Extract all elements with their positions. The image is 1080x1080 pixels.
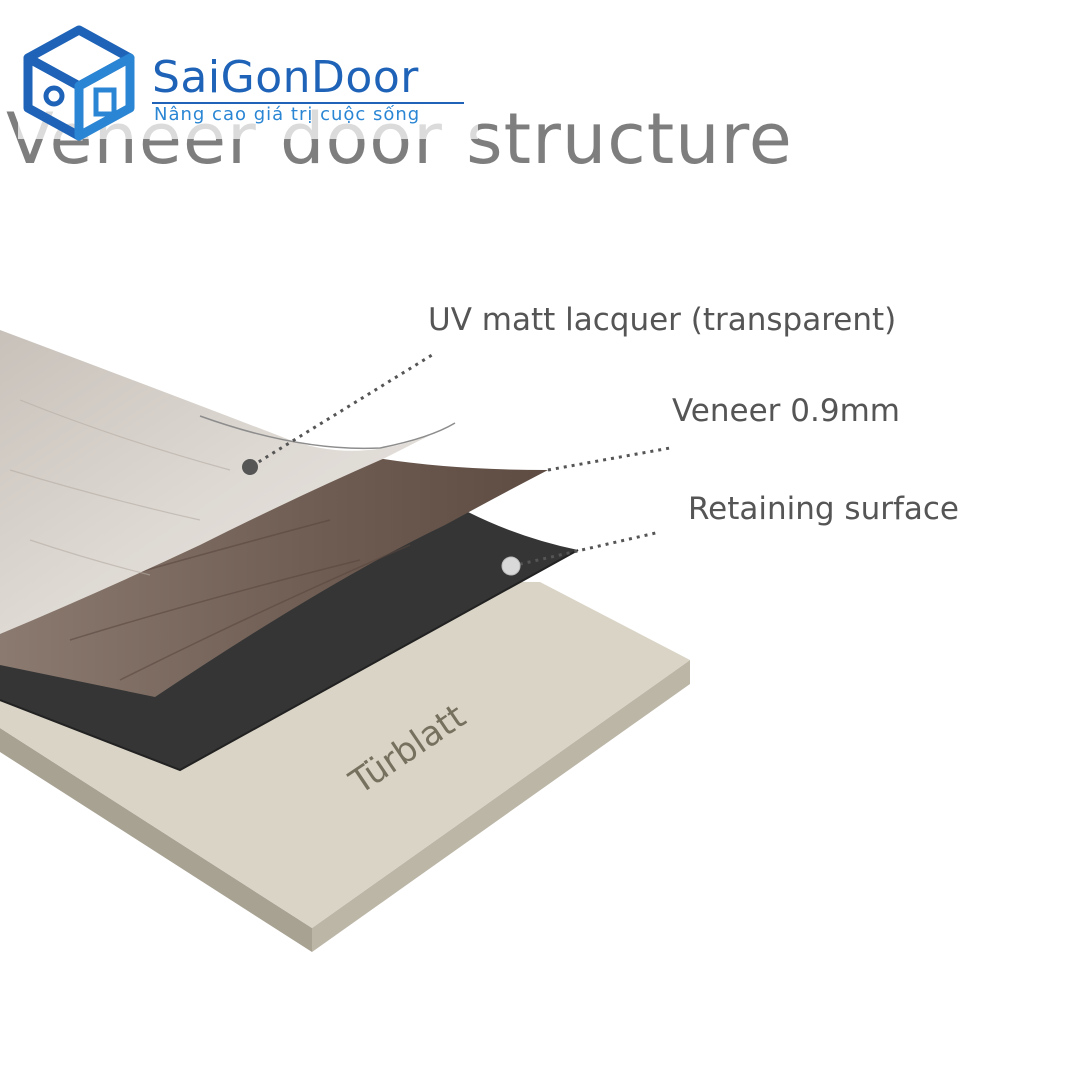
retaining-surface-edge xyxy=(0,549,579,772)
brand-slogan: Nâng cao giá trị cuộc sống xyxy=(154,104,421,125)
logo-cube-icon xyxy=(23,25,135,141)
veneer-grain xyxy=(19,489,411,681)
leader-lines xyxy=(242,353,671,576)
layer-label-veneer: Veneer 0.9mm xyxy=(672,393,900,429)
brand-name: SaiGonDoor xyxy=(152,52,419,103)
door-blank-side xyxy=(0,728,312,952)
lacquer-grain xyxy=(9,399,231,576)
door-blank-front xyxy=(312,660,690,952)
layer-label-lacquer: UV matt lacquer (transparent) xyxy=(428,302,897,338)
lacquer-curl xyxy=(199,415,456,450)
marker-lacquer xyxy=(242,459,258,475)
leader-line-lacquer xyxy=(251,353,433,468)
retaining-surface-sheet xyxy=(0,512,578,770)
brand-underline xyxy=(152,102,464,104)
layer-label-retaining: Retaining surface xyxy=(688,491,959,527)
marker-retaining xyxy=(501,556,521,576)
lacquer-layer xyxy=(0,330,456,634)
brand-logo[interactable] xyxy=(18,24,478,141)
lacquer-sheet xyxy=(0,330,455,634)
leader-line-retaining xyxy=(511,530,661,568)
leader-line-veneer xyxy=(547,446,671,472)
retaining-surface-layer xyxy=(0,512,579,772)
